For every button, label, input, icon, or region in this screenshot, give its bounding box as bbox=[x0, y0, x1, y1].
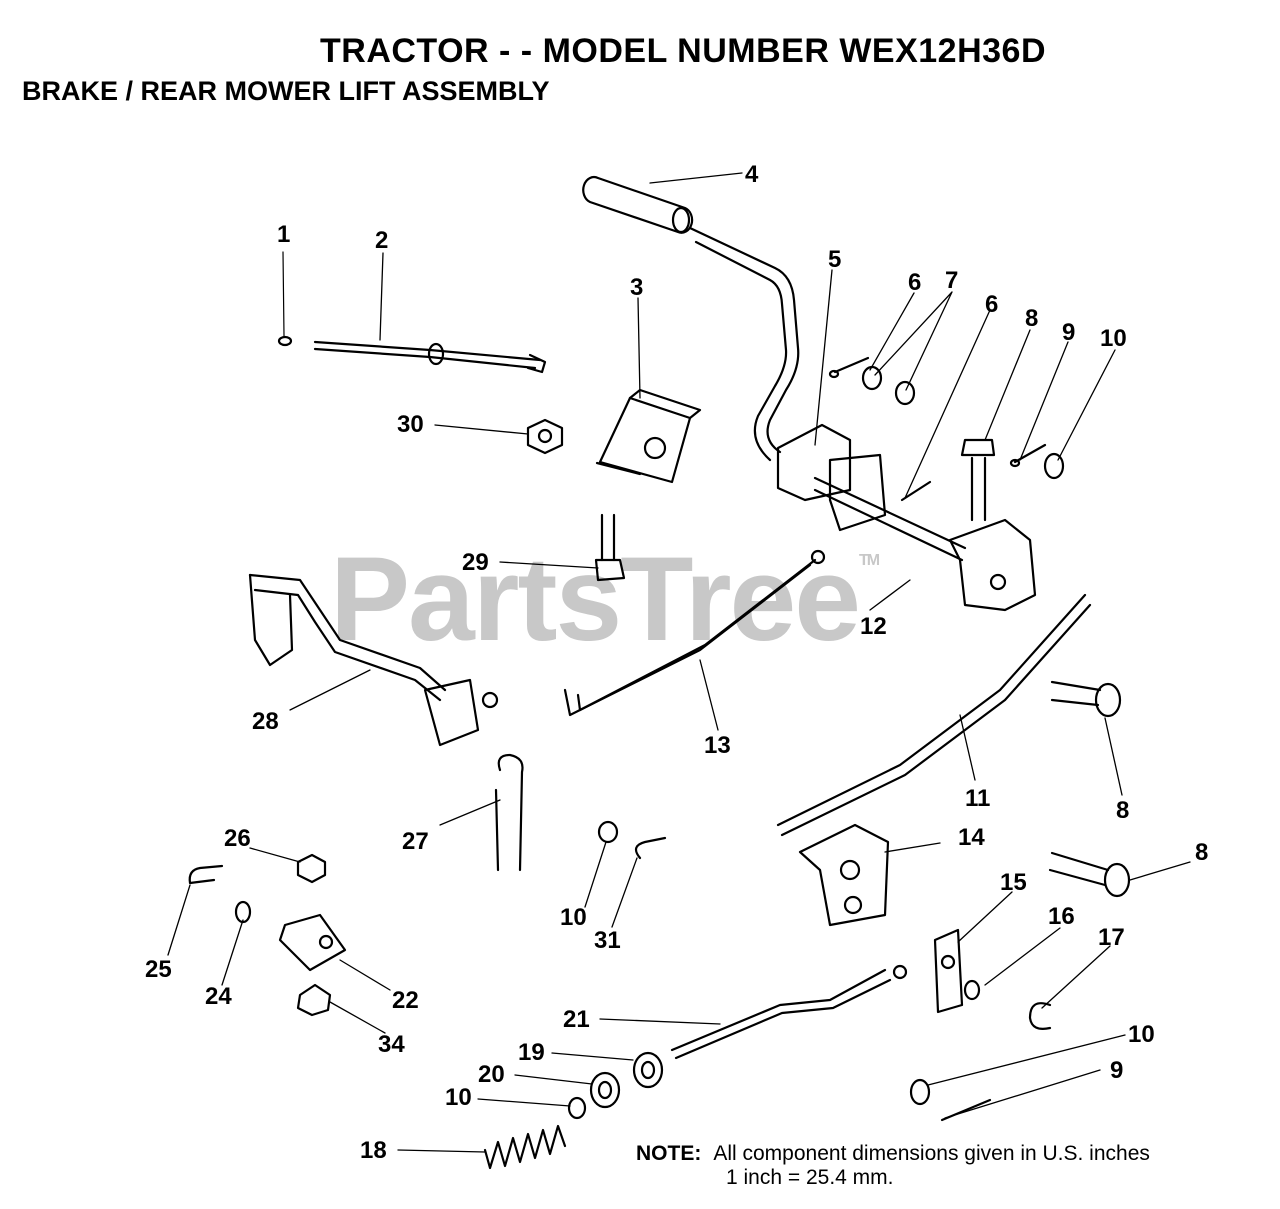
part-10-washer-left bbox=[597, 820, 619, 844]
part-4-handle-grip bbox=[582, 176, 694, 234]
part-6-pin-lower bbox=[900, 480, 932, 502]
callout-31: 31 bbox=[594, 927, 621, 954]
part-5-lift-lever bbox=[688, 226, 887, 532]
note-line-1: All component dimensions given in U.S. i… bbox=[713, 1142, 1150, 1165]
part-20-nut bbox=[589, 1071, 621, 1109]
callout-21: 21 bbox=[563, 1006, 590, 1033]
callout-6: 6 bbox=[908, 269, 921, 296]
callout-18: 18 bbox=[360, 1137, 387, 1164]
part-9-pin-upper bbox=[1009, 443, 1047, 468]
part-16-washer bbox=[963, 979, 981, 1001]
part-18-spring bbox=[483, 1124, 567, 1170]
callout-5: 5 bbox=[828, 246, 841, 273]
note-label: NOTE: bbox=[636, 1142, 702, 1165]
callout-27: 27 bbox=[402, 828, 429, 855]
callout-10: 10 bbox=[445, 1084, 472, 1111]
part-34-nut bbox=[296, 983, 332, 1017]
callout-11: 11 bbox=[965, 785, 990, 812]
part-22-block bbox=[278, 913, 347, 972]
callout-2: 2 bbox=[375, 227, 388, 254]
callout-17: 17 bbox=[1098, 924, 1125, 951]
callout-13: 13 bbox=[704, 732, 731, 759]
watermark: PartsTreeTM bbox=[330, 532, 880, 666]
callout-4: 4 bbox=[745, 161, 759, 188]
part-8-bolt-lower bbox=[1048, 851, 1131, 898]
dimension-note: NOTE: All component dimensions given in U… bbox=[636, 1142, 1150, 1189]
part-12-lift-shaft bbox=[813, 476, 1037, 612]
callout-9: 9 bbox=[1110, 1057, 1123, 1084]
part-17-clip bbox=[1028, 1002, 1052, 1030]
part-2-rod bbox=[313, 340, 547, 374]
callout-15: 15 bbox=[1000, 869, 1027, 896]
callout-12: 12 bbox=[860, 613, 887, 640]
part-21-rod bbox=[670, 964, 908, 1060]
callout-28: 28 bbox=[252, 708, 279, 735]
part-1-pin bbox=[277, 251, 293, 347]
part-10-washer-spring bbox=[567, 1096, 587, 1120]
callout-20: 20 bbox=[478, 1061, 505, 1088]
part-24-washer bbox=[234, 900, 252, 924]
callout-16: 16 bbox=[1048, 903, 1075, 930]
callout-14: 14 bbox=[958, 824, 985, 851]
part-14-bracket bbox=[798, 823, 890, 927]
diagram-title: TRACTOR - - MODEL NUMBER WEX12H36D bbox=[320, 32, 1047, 70]
callout-10: 10 bbox=[560, 904, 587, 931]
callout-8: 8 bbox=[1116, 797, 1129, 824]
part-10-washer-lower bbox=[909, 1078, 931, 1106]
callout-10: 10 bbox=[1128, 1021, 1155, 1048]
part-13-rod bbox=[563, 549, 826, 717]
part-8-bolt-upper bbox=[960, 438, 996, 522]
callout-29: 29 bbox=[462, 549, 489, 576]
part-30-nut bbox=[526, 418, 564, 455]
callout-10: 10 bbox=[1100, 325, 1127, 352]
callout-34: 34 bbox=[378, 1031, 405, 1058]
part-8-bolt-middle bbox=[1050, 680, 1122, 718]
part-28-rock-shaft bbox=[248, 573, 499, 747]
callout-30: 30 bbox=[397, 411, 424, 438]
callout-26: 26 bbox=[224, 825, 251, 852]
note-line-2: 1 inch = 25.4 mm. bbox=[726, 1166, 894, 1189]
callout-24: 24 bbox=[205, 983, 232, 1010]
part-10-washer-upper bbox=[1043, 452, 1065, 480]
part-31-pin bbox=[634, 836, 667, 860]
callout-6: 6 bbox=[985, 291, 998, 318]
callout-19: 19 bbox=[518, 1039, 545, 1066]
callout-1: 1 bbox=[277, 221, 290, 248]
callout-22: 22 bbox=[392, 987, 419, 1014]
part-6-pin-upper bbox=[828, 356, 870, 379]
part-29-bolt bbox=[594, 513, 626, 582]
callout-25: 25 bbox=[145, 956, 172, 983]
part-27-eyebolt bbox=[494, 753, 524, 872]
callout-7: 7 bbox=[945, 267, 958, 294]
callout-8: 8 bbox=[1195, 839, 1208, 866]
callout-3: 3 bbox=[630, 274, 643, 301]
part-7-washer-b bbox=[894, 380, 916, 406]
part-15-plate bbox=[933, 928, 964, 1014]
part-3-bracket bbox=[595, 388, 702, 484]
part-25-pin bbox=[188, 864, 224, 885]
part-7-washer-a bbox=[861, 365, 883, 391]
callout-8: 8 bbox=[1025, 305, 1038, 332]
assembly-subtitle: BRAKE / REAR MOWER LIFT ASSEMBLY bbox=[22, 76, 550, 106]
part-26-nut bbox=[296, 853, 327, 884]
part-19-nut bbox=[632, 1051, 664, 1089]
callout-9: 9 bbox=[1062, 319, 1075, 346]
part-11-rod bbox=[776, 593, 1092, 837]
